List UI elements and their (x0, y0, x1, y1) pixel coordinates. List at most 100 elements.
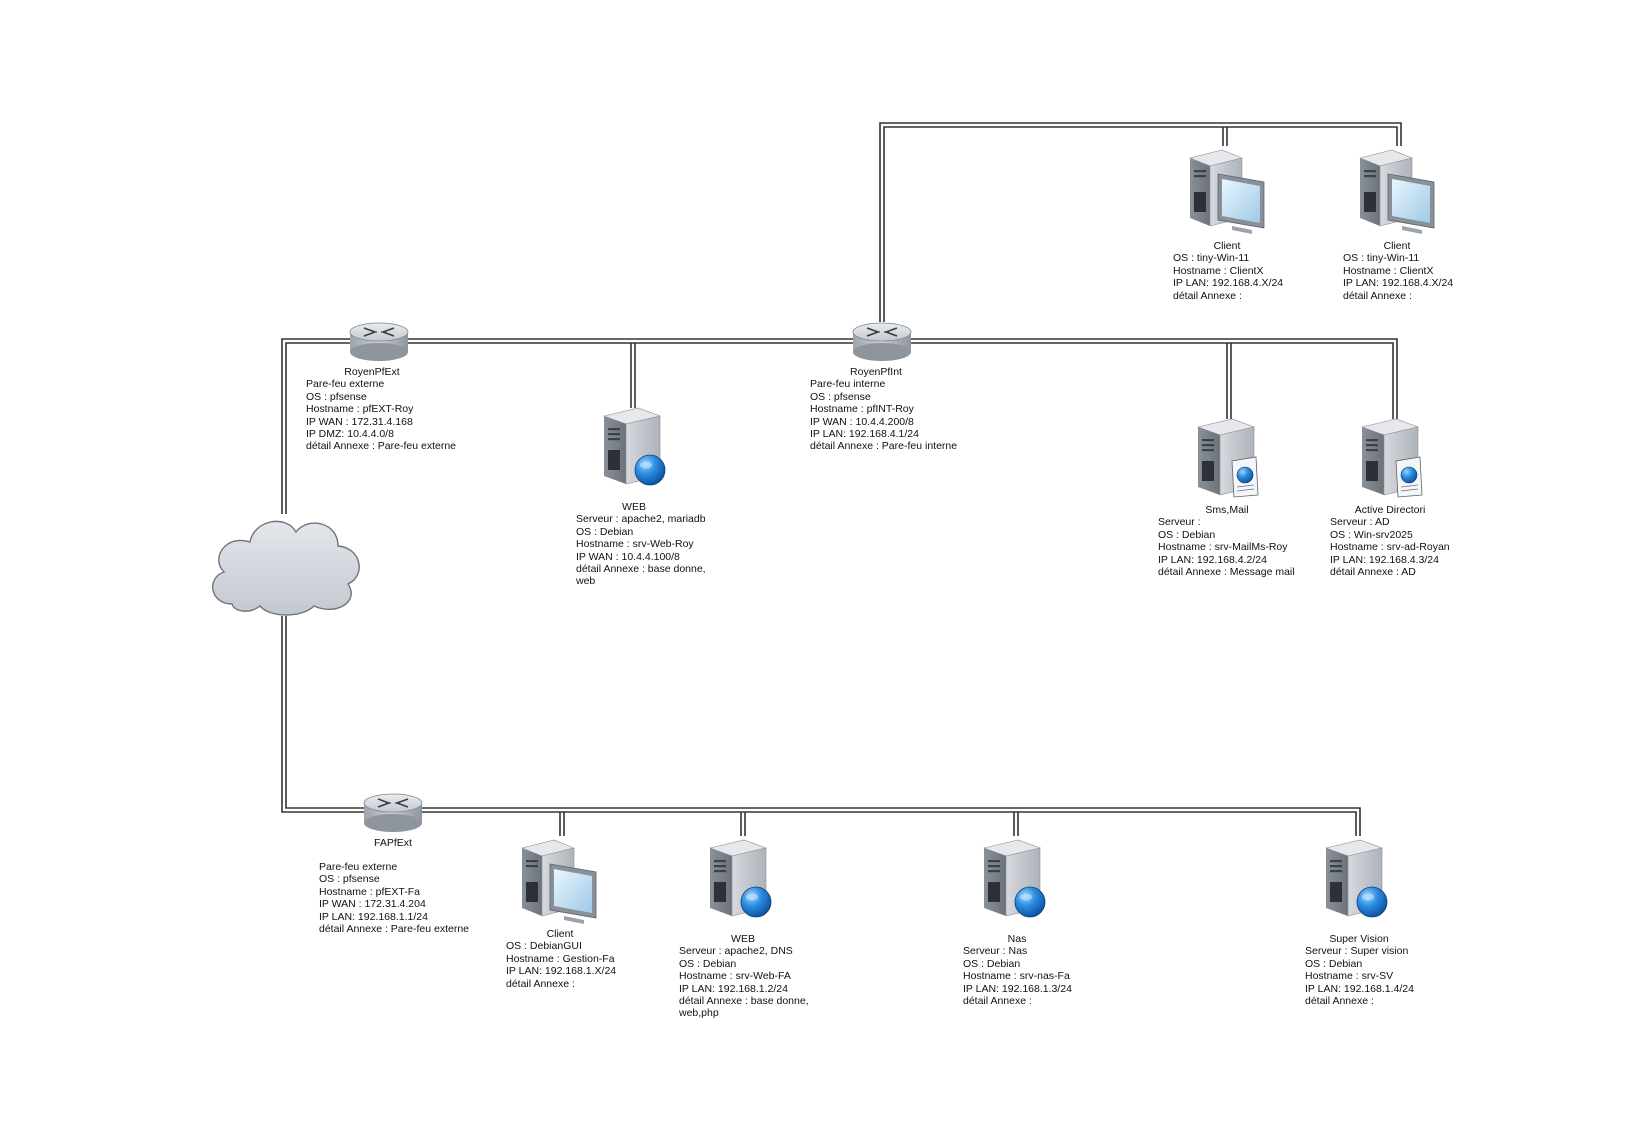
node-line: Hostname : pfEXT-Fa (319, 885, 420, 898)
node-line: IP LAN: 192.168.1.3/24 (963, 982, 1072, 995)
link-web-roy (630, 343, 636, 408)
node-line: IP WAN : 10.4.4.100/8 (576, 550, 680, 563)
royenpfext-label: RoyenPfExt Pare-feu externe OS : pfsense… (306, 366, 456, 453)
node-line: Pare-feu externe (306, 378, 385, 391)
node-line: Hostname : ClientX (1343, 264, 1434, 277)
node-line: IP LAN: 192.168.4.1/24 (810, 428, 919, 441)
royenpfint-label: RoyenPfInt Pare-feu interne OS : pfsense… (810, 366, 957, 453)
node-line: IP WAN : 10.4.4.200/8 (810, 415, 914, 428)
node-line: détail Annexe : Message mail (1158, 566, 1295, 579)
node-line: Serveur : apache2, DNS (679, 945, 793, 958)
link-top-backbone-inner (406, 342, 1394, 419)
node-line: OS : pfsense (319, 873, 380, 886)
link-client-roy-1 (1222, 127, 1228, 146)
link-royenpfext-cloud-inner (285, 342, 351, 514)
web-roy-server-icon[interactable] (603, 407, 666, 486)
node-line: OS : tiny-Win-11 (1343, 252, 1420, 265)
fapfext-title-label: FAPfExt (354, 837, 432, 849)
node-line: Serveur : apache2, mariadb (576, 513, 706, 526)
node-title: WEB (622, 501, 646, 513)
node-title: FAPfExt (374, 837, 412, 849)
node-line: détail Annexe : (1343, 289, 1412, 302)
node-line: IP LAN: 192.168.4.X/24 (1173, 277, 1284, 290)
network-links (281, 122, 1402, 836)
node-line: IP LAN: 192.168.1.2/24 (679, 982, 788, 995)
royenpfext-router-icon[interactable] (349, 322, 409, 362)
nas-fa-label: Nas Serveur : Nas OS : Debian Hostname :… (963, 933, 1072, 1007)
node-line: IP LAN: 192.168.1.X/24 (506, 965, 617, 978)
node-title: RoyenPfExt (344, 366, 400, 378)
node-title: WEB (731, 933, 755, 945)
node-title: Nas (1007, 933, 1027, 945)
node-line: OS : tiny-Win-11 (1173, 252, 1250, 265)
node-title: Client (1213, 240, 1241, 252)
link-cloud-fapfext-inner (285, 616, 366, 809)
node-line: IP LAN: 192.168.4.2/24 (1158, 553, 1267, 566)
node-line: Hostname : ClientX (1173, 264, 1264, 277)
node-line: détail Annexe : Pare-feu externe (306, 440, 457, 453)
node-line: Hostname : srv-Web-FA (679, 970, 791, 983)
node-line: Serveur : Super vision (1305, 945, 1409, 958)
link-cloud-fapfext (281, 616, 366, 813)
node-line: détail Annexe : Pare-feu interne (810, 440, 958, 453)
sms-mail-server-icon[interactable] (1197, 418, 1259, 498)
node-line: IP LAN: 192.168.1.4/24 (1305, 982, 1414, 995)
node-line: web,php (679, 1007, 719, 1020)
client-roy-1-pc-icon[interactable] (1189, 149, 1265, 235)
node-line: Serveur : Nas (963, 945, 1028, 958)
node-title: Client (1383, 240, 1411, 252)
link-royenpfext-cloud (281, 338, 351, 514)
node-title: RoyenPfInt (850, 366, 902, 378)
node-line: détail Annexe : Pare-feu externe (319, 923, 470, 936)
link-pfint-clients-inner (883, 126, 1398, 322)
node-title: Client (546, 928, 574, 940)
node-line: OS : DebianGUI (506, 940, 582, 953)
node-line: Pare-feu interne (810, 378, 886, 391)
sms-mail-label: Sms,Mail Serveur : OS : Debian Hostname … (1158, 504, 1296, 578)
node-line: IP LAN: 192.168.4.3/24 (1330, 553, 1439, 566)
node-line: OS : pfsense (810, 390, 871, 403)
node-line: détail Annexe : (1173, 289, 1242, 302)
node-line: Hostname : pfINT-Roy (810, 403, 914, 416)
client-fa-pc-icon[interactable] (521, 839, 597, 925)
client-roy-2-pc-icon[interactable] (1359, 149, 1435, 235)
link-web-fa (740, 812, 746, 836)
node-line: OS : Debian (963, 957, 1021, 970)
link-bottom-backbone-inner (420, 811, 1357, 836)
node-line: détail Annexe : AD (1330, 566, 1416, 579)
client-roy-1-label: Client OS : tiny-Win-11 Hostname : Clien… (1173, 240, 1283, 302)
royenpfint-router-icon[interactable] (852, 322, 912, 362)
link-nas-fa (1013, 812, 1019, 836)
supervision-fa-server-icon[interactable] (1325, 839, 1388, 918)
internet-cloud-icon (211, 520, 360, 616)
web-roy-label: WEB Serveur : apache2, mariadb OS : Debi… (576, 501, 706, 588)
node-line: IP DMZ: 10.4.4.0/8 (306, 428, 394, 441)
node-line: Hostname : srv-nas-Fa (963, 970, 1070, 983)
web-fa-server-icon[interactable] (709, 839, 772, 918)
node-line: IP WAN : 172.31.4.204 (319, 898, 426, 911)
node-line: OS : Debian (1158, 528, 1216, 541)
node-line: Hostname : srv-Web-Roy (576, 538, 694, 551)
link-pfint-clients (879, 122, 1402, 322)
active-directory-server-icon[interactable] (1361, 418, 1423, 498)
node-line: OS : pfsense (306, 390, 367, 403)
web-fa-label: WEB Serveur : apache2, DNS OS : Debian H… (679, 933, 809, 1020)
node-line: détail Annexe : (1305, 995, 1374, 1008)
fapfext-router-icon[interactable] (363, 793, 423, 833)
node-line: OS : Debian (1305, 957, 1363, 970)
link-bottom-backbone (420, 807, 1361, 836)
nas-fa-server-icon[interactable] (983, 839, 1046, 918)
fapfext-label: Pare-feu externe OS : pfsense Hostname :… (319, 861, 469, 935)
node-line: IP WAN : 172.31.4.168 (306, 415, 413, 428)
node-line: détail Annexe : (506, 977, 575, 990)
node-line: Hostname : Gestion-Fa (506, 952, 615, 965)
node-line: détail Annexe : (963, 995, 1032, 1008)
node-title: Sms,Mail (1205, 504, 1249, 516)
link-top-backbone (406, 338, 1398, 419)
link-sms-mail (1226, 343, 1232, 419)
node-line: Hostname : pfEXT-Roy (306, 403, 414, 416)
node-line: Hostname : srv-SV (1305, 970, 1394, 983)
supervision-fa-label: Super Vision Serveur : Super vision OS :… (1305, 933, 1414, 1007)
active-directory-label: Active Directori Serveur : AD OS : Win-s… (1330, 504, 1450, 578)
